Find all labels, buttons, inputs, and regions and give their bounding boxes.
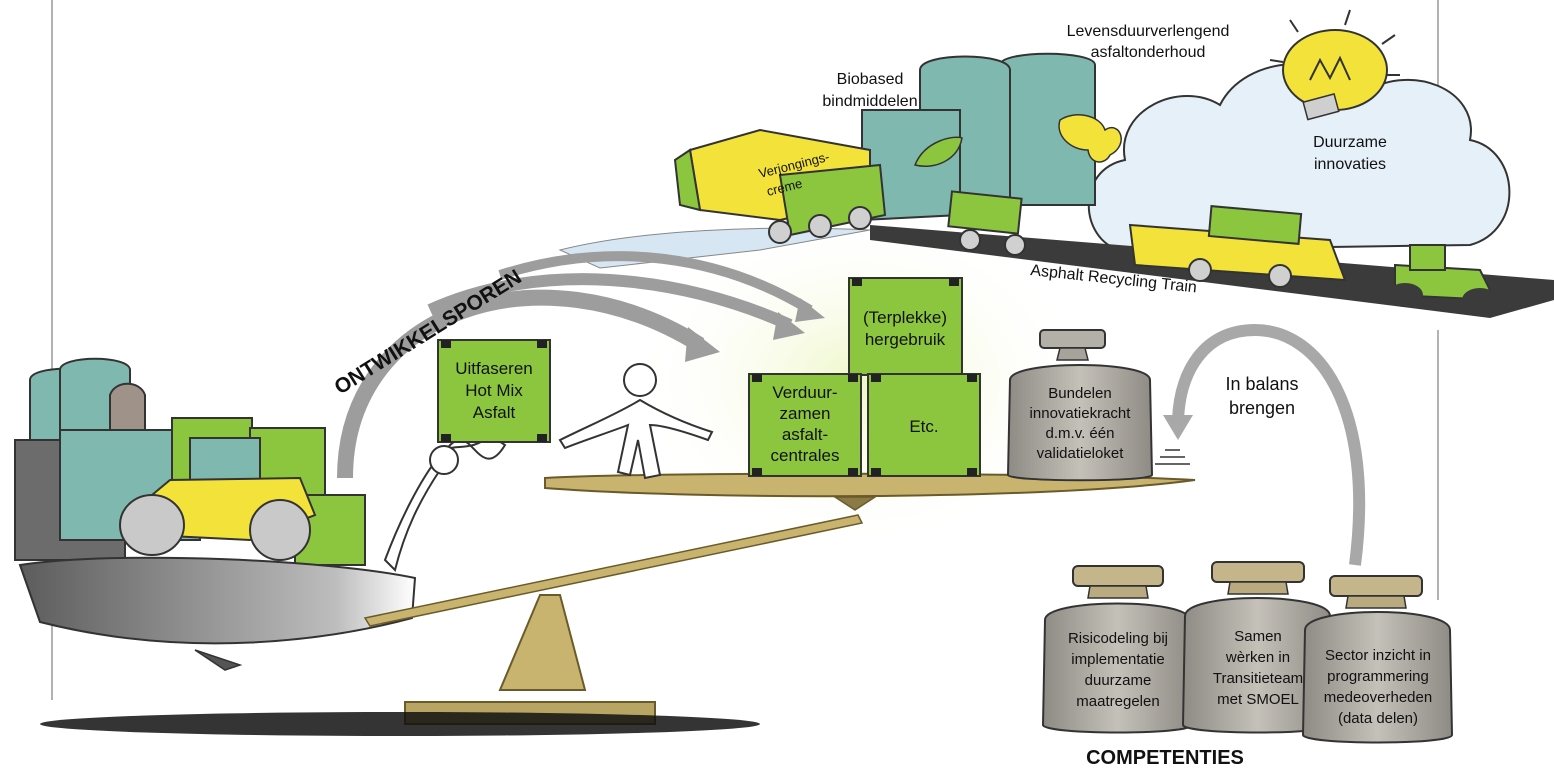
weight-bundelen-line-2: innovatiekracht bbox=[1030, 405, 1132, 422]
weight-samen-line-1: Samen bbox=[1234, 628, 1282, 645]
label-levensduur-2: asfaltonderhoud bbox=[1091, 44, 1206, 61]
label-biobased-1: Biobased bbox=[837, 71, 904, 88]
arrow-main-head bbox=[685, 327, 720, 362]
weight-sector-line-1: Sector inzicht in bbox=[1325, 647, 1431, 664]
box-uitfaseren bbox=[437, 339, 551, 443]
weight-bundelen-line-4: validatieloket bbox=[1037, 445, 1125, 462]
box-verduurzamen-line-4: centrales bbox=[771, 446, 840, 465]
road-roller-icon bbox=[119, 437, 317, 561]
weight-bundelen bbox=[1006, 329, 1154, 482]
weight-samen bbox=[1181, 561, 1334, 734]
box-verduurzamen-line-1: Verduur- bbox=[772, 383, 837, 402]
box-verduurzamen bbox=[748, 373, 862, 477]
scale-beam bbox=[363, 514, 864, 627]
box-etc bbox=[867, 373, 981, 477]
lightbulb-icon bbox=[1269, 9, 1400, 121]
label-in-balans-1: In balans bbox=[1225, 374, 1298, 394]
label-levensduur-1: Levensduurverlengend bbox=[1067, 23, 1230, 40]
box-terplekke-line-1: (Terplekke) bbox=[863, 308, 947, 327]
weight-samen-line-2: wèrken in bbox=[1225, 649, 1290, 666]
person-reaching-icon bbox=[558, 363, 714, 480]
label-biobased-2: bindmiddelen bbox=[822, 93, 917, 110]
box-uitfaseren-line-2: Hot Mix bbox=[465, 381, 523, 400]
label-duurzame-2: innovaties bbox=[1314, 156, 1386, 173]
recycling-train-machines bbox=[947, 190, 1498, 312]
weight-sector-line-3: medeoverheden bbox=[1324, 689, 1432, 706]
shadow-base bbox=[40, 712, 760, 736]
weight-risicodeling-line-3: duurzame bbox=[1085, 672, 1152, 689]
arrow-balance bbox=[1172, 323, 1366, 566]
weight-risicodeling-line-4: maatregelen bbox=[1076, 693, 1159, 710]
weight-sector bbox=[1301, 575, 1454, 744]
wobble-lines bbox=[1155, 449, 1190, 465]
weight-samen-line-4: met SMOEL bbox=[1217, 691, 1299, 708]
box-etc-line-1: Etc. bbox=[909, 417, 938, 436]
arrow-second bbox=[427, 273, 793, 331]
weight-risicodeling-line-1: Risicodeling bij bbox=[1068, 630, 1168, 647]
weight-sector-line-2: programmering bbox=[1327, 668, 1429, 685]
weight-risicodeling bbox=[1041, 565, 1194, 734]
label-competenties: COMPETENTIES bbox=[1086, 747, 1244, 769]
scale-fulcrum bbox=[498, 594, 587, 691]
label-in-balans-2: brengen bbox=[1229, 398, 1295, 418]
weight-bundelen-line-1: Bundelen bbox=[1048, 385, 1111, 402]
box-verduurzamen-line-2: zamen bbox=[779, 404, 830, 423]
box-uitfaseren-line-3: Asfalt bbox=[473, 403, 516, 422]
tanker-truck-icon bbox=[673, 128, 887, 244]
box-verduurzamen-line-3: asfalt- bbox=[782, 425, 828, 444]
arrow-main bbox=[337, 289, 705, 479]
box-terplekke-line-2: hergebruik bbox=[865, 330, 946, 349]
weight-samen-line-3: Transitieteam bbox=[1213, 670, 1303, 687]
butterfly-icon bbox=[1058, 114, 1122, 163]
box-uitfaseren-line-1: Uitfaseren bbox=[455, 359, 532, 378]
biobased-plant bbox=[861, 52, 1096, 222]
label-duurzame-1: Duurzame bbox=[1313, 134, 1387, 151]
person-lifting-icon bbox=[383, 433, 507, 572]
weight-sector-line-4: (data delen) bbox=[1338, 710, 1418, 727]
left-pan bbox=[18, 556, 417, 645]
arrow-third bbox=[498, 251, 813, 315]
weight-bundelen-line-3: d.m.v. één bbox=[1046, 425, 1115, 442]
weight-risicodeling-line-2: implementatie bbox=[1071, 651, 1164, 668]
